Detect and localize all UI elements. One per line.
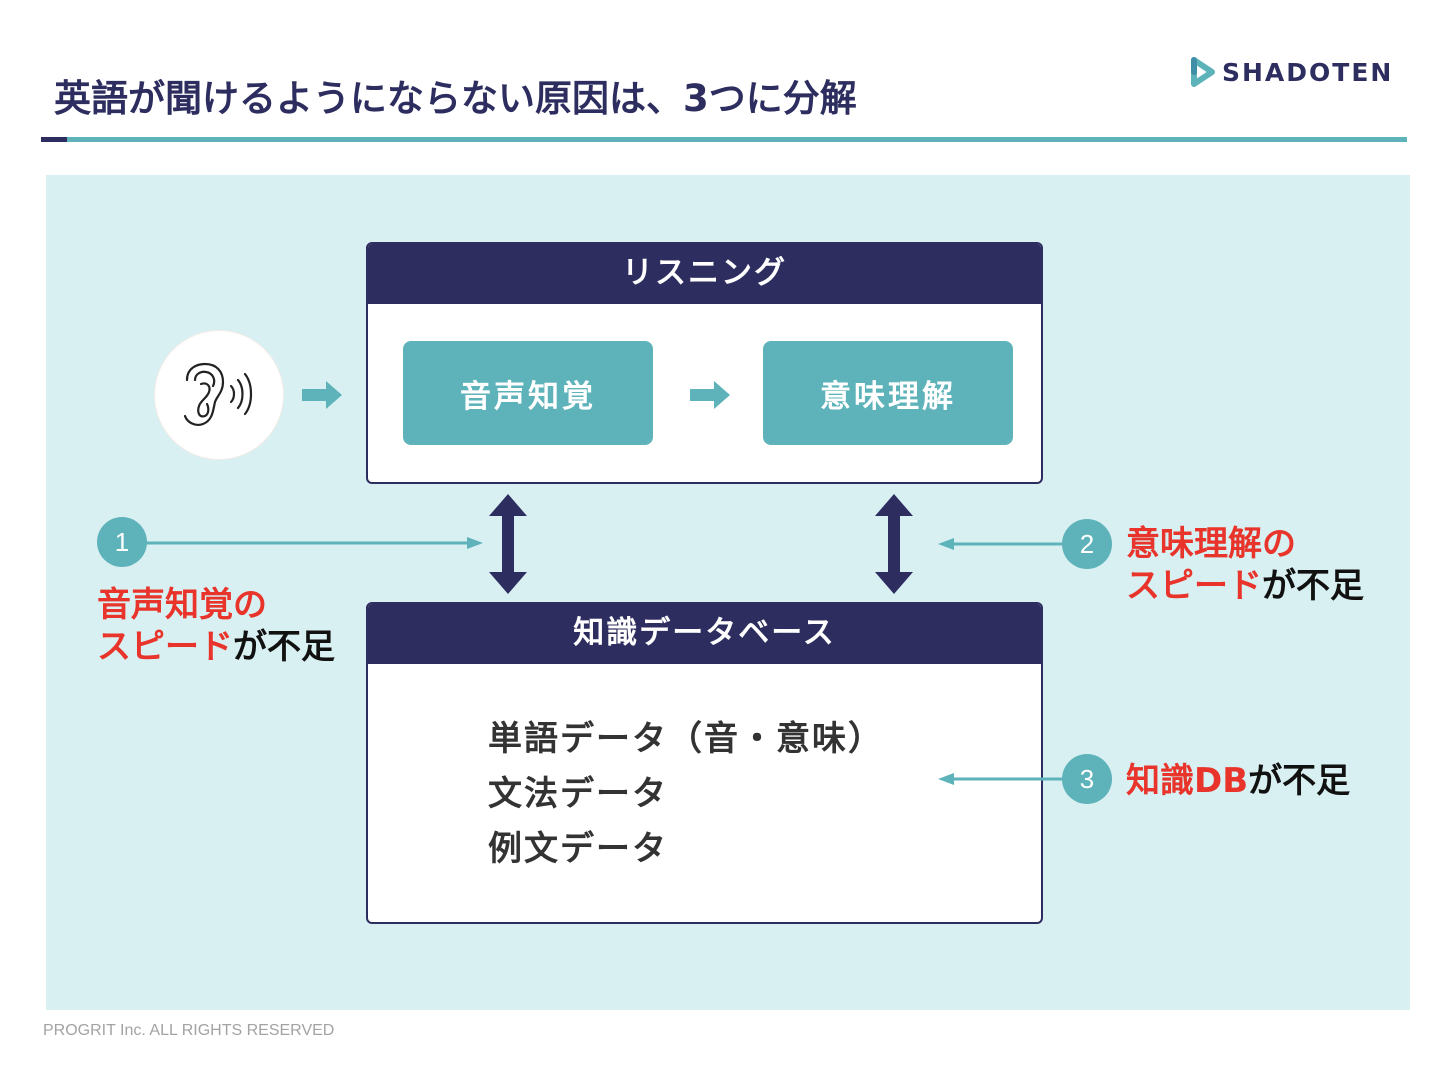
cause-1-highlight-line1: 音声知覚の	[97, 585, 267, 625]
cause-1-badge: 1	[97, 517, 147, 567]
copyright-footer: PROGRIT Inc. ALL RIGHTS RESERVED	[43, 1022, 335, 1039]
knowledge-db-header: 知識データベース	[368, 604, 1041, 664]
step-meaning-comprehension: 意味理解	[763, 341, 1013, 445]
double-arrow-right-icon	[875, 494, 913, 594]
kdb-item-grammar: 文法データ	[488, 774, 668, 814]
kdb-item-word: 単語データ（音・意味）	[488, 719, 884, 759]
double-arrow-left-icon	[489, 494, 527, 594]
step-arrow-icon	[690, 381, 730, 409]
cause-2-highlight-line1: 意味理解の	[1126, 524, 1296, 564]
cause-3-pointer-arrow	[938, 773, 1064, 785]
ear-icon-circle	[154, 330, 284, 460]
step-sound-perception: 音声知覚	[403, 341, 653, 445]
play-triangle-icon	[1191, 57, 1215, 87]
cause-1-pointer-arrow	[145, 537, 483, 549]
kdb-item-example: 例文データ	[488, 829, 668, 869]
listening-header: リスニング	[368, 244, 1041, 304]
knowledge-db-box: 知識データベース	[366, 602, 1043, 924]
cause-3-suffix: が不足	[1248, 761, 1351, 801]
cause-1-suffix: が不足	[233, 627, 335, 667]
cause-3-text: 知識DBが不足	[1126, 760, 1350, 802]
knowledge-db-list: 単語データ（音・意味） 文法データ 例文データ	[488, 712, 884, 877]
cause-2-badge: 2	[1062, 519, 1112, 569]
cause-2-suffix: が不足	[1262, 566, 1364, 606]
header-rule-accent	[41, 137, 67, 142]
page-title: 英語が聞けるようにならない原因は、3つに分解	[54, 77, 857, 120]
cause-2-text: 意味理解の スピードが不足	[1126, 523, 1364, 607]
cause-1-text: 音声知覚の スピードが不足	[97, 584, 335, 668]
cause-2-pointer-arrow	[938, 538, 1064, 550]
brand-logo: SHADOTEN	[1190, 56, 1393, 88]
cause-1-highlight-line2: スピード	[97, 627, 233, 667]
ear-with-sound-icon	[183, 362, 253, 426]
input-arrow-icon	[302, 381, 342, 409]
cause-3-badge: 3	[1062, 754, 1112, 804]
cause-2-highlight-line2: スピード	[1126, 566, 1262, 606]
header-rule	[67, 137, 1407, 142]
logo-text: SHADOTEN	[1222, 57, 1394, 87]
cause-3-highlight: 知識DB	[1126, 761, 1249, 801]
